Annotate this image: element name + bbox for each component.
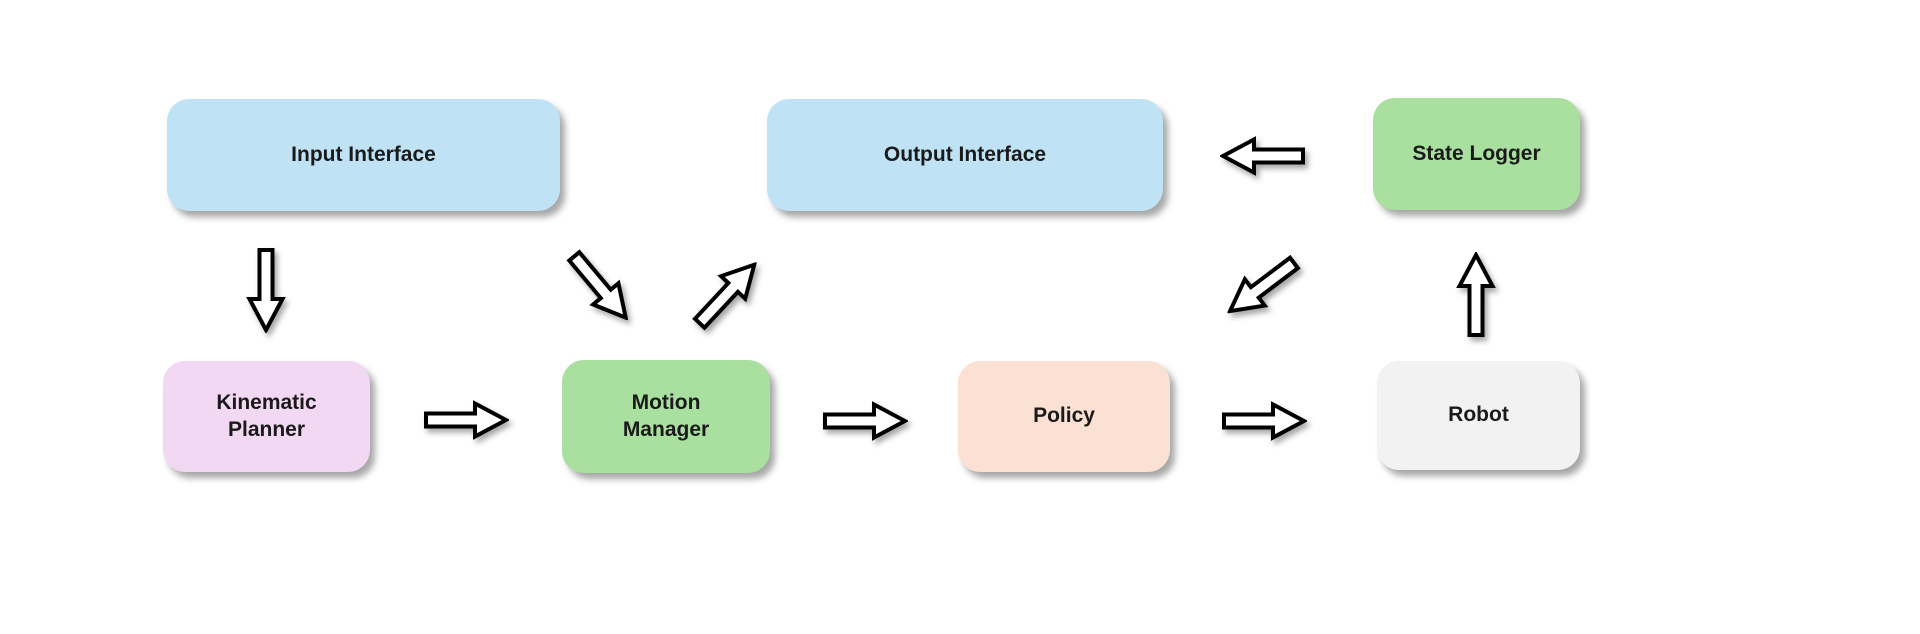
arrow-motion-manager-to-output-interface xyxy=(684,261,770,331)
arrow-motion-manager-to-policy xyxy=(822,401,908,441)
arrow-kinematic-planner-to-motion-manager xyxy=(423,400,509,440)
block-arrow-right-icon xyxy=(823,401,908,441)
node-label: State Logger xyxy=(1412,141,1541,165)
arrow-policy-to-robot xyxy=(1221,401,1307,441)
node-output-interface: Output Interface xyxy=(767,99,1163,211)
node-label: Input Interface xyxy=(291,142,436,166)
node-label: Kinematic Planner xyxy=(216,390,317,441)
node-motion-manager: Motion Manager xyxy=(562,360,770,473)
arrow-state-logger-to-policy xyxy=(1219,254,1305,314)
block-arrow-up-right-icon xyxy=(692,261,758,331)
node-input-interface: Input Interface xyxy=(167,99,560,211)
arrow-state-logger-to-output-interface xyxy=(1220,136,1306,176)
arrow-input-interface-to-motion-manager xyxy=(557,249,643,321)
node-label: Output Interface xyxy=(883,142,1047,166)
arrow-input-interface-to-kinematic-planner xyxy=(223,248,309,333)
block-arrow-down-left-icon xyxy=(1226,254,1301,314)
block-arrow-down-icon xyxy=(246,248,286,333)
arrow-robot-to-state-logger xyxy=(1433,252,1519,337)
node-robot: Robot xyxy=(1377,361,1580,470)
block-arrow-down-right-icon xyxy=(566,249,629,321)
node-state-logger: State Logger xyxy=(1373,98,1580,210)
node-label: Policy xyxy=(1033,404,1095,428)
block-arrow-right-icon xyxy=(424,400,509,440)
node-label: Motion Manager xyxy=(622,390,710,441)
block-arrow-up-icon xyxy=(1456,252,1496,337)
node-label: Robot xyxy=(1448,403,1509,427)
block-arrow-right-icon xyxy=(1222,401,1307,441)
node-kinematic-planner: Kinematic Planner xyxy=(163,361,370,472)
node-policy: Policy xyxy=(958,361,1170,472)
block-arrow-left-icon xyxy=(1220,136,1305,176)
